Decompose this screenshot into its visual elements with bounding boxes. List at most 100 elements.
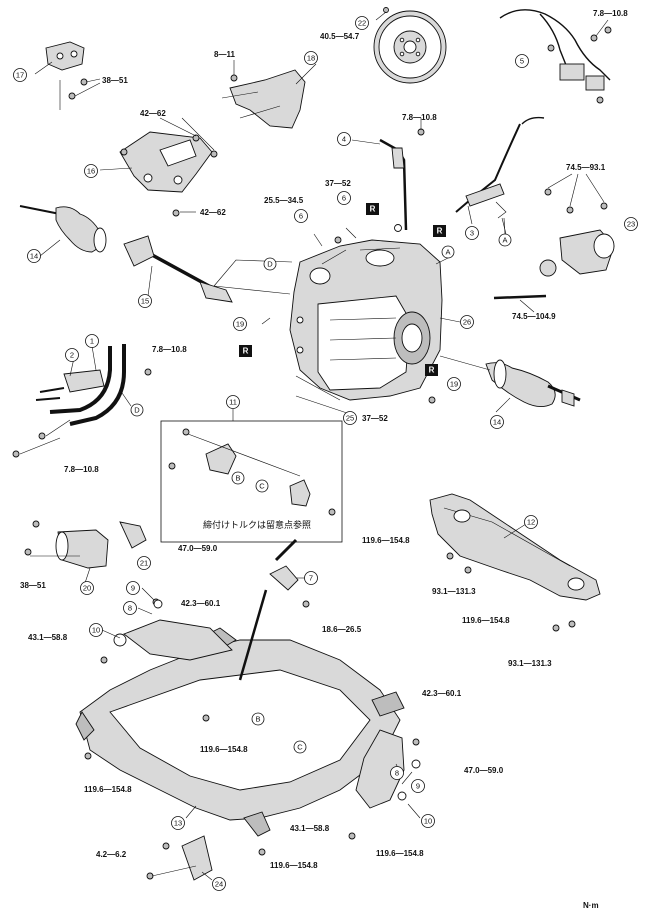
callout-20: 20 [80, 581, 94, 595]
torque-t22: 119.6—154.8 [462, 616, 510, 625]
torque-t5: 42—62 [140, 109, 166, 118]
torque-t25: 119.6—154.8 [200, 745, 248, 754]
svg-text:26: 26 [463, 318, 471, 327]
bracket-24 [146, 835, 213, 881]
svg-text:8: 8 [395, 769, 399, 778]
svg-text:1: 1 [90, 337, 94, 346]
r-mark-3: R [239, 345, 252, 357]
svg-text:23: 23 [627, 220, 635, 229]
bolt [383, 7, 389, 13]
front-subframe [75, 598, 420, 856]
svg-text:20: 20 [83, 584, 91, 593]
callout-7: 7 [304, 571, 318, 585]
flywheel [373, 10, 447, 84]
marker-d-1: D [263, 257, 277, 271]
svg-text:10: 10 [92, 626, 100, 635]
svg-text:18: 18 [307, 54, 315, 63]
wiring-harness [499, 9, 612, 104]
svg-text:B: B [235, 474, 240, 483]
svg-text:2: 2 [70, 351, 74, 360]
torque-t6: 7.8—10.8 [402, 113, 437, 122]
svg-text:R: R [429, 366, 435, 375]
marker-d-2: D [130, 403, 144, 417]
callout-18: 18 [304, 51, 318, 65]
marker-b-1: B [231, 471, 245, 485]
heat-shield [221, 69, 306, 129]
callout-17: 17 [13, 68, 27, 82]
marker-c-2: C [293, 740, 307, 754]
r-mark-4: R [425, 364, 438, 376]
svg-text:11: 11 [229, 398, 237, 407]
torque-t12: 7.8—10.8 [152, 345, 187, 354]
left-drive-shaft [19, 205, 233, 303]
torque-t10: 42—62 [200, 208, 226, 217]
callout-10-left: 10 [89, 623, 103, 637]
callout-24: 24 [212, 877, 226, 891]
callout-4: 4 [337, 132, 351, 146]
engine-mount [493, 188, 615, 300]
svg-text:13: 13 [174, 819, 182, 828]
svg-text:D: D [134, 406, 140, 415]
torque-t17: 119.6—154.8 [362, 536, 410, 545]
callout-3: 3 [465, 226, 479, 240]
torque-t21: 43.1—58.8 [28, 633, 68, 642]
svg-text:22: 22 [358, 19, 366, 28]
marker-a-1: A [441, 245, 455, 259]
svg-text:3: 3 [470, 229, 474, 238]
svg-text:C: C [297, 743, 303, 752]
svg-text:9: 9 [131, 584, 135, 593]
svg-text:6: 6 [299, 212, 303, 221]
rear-crossmember [429, 493, 601, 632]
torque-t24: 42.3—60.1 [422, 689, 462, 698]
callout-14-right: 14 [490, 415, 504, 429]
torque-t2: 40.5—54.7 [320, 32, 360, 41]
lower-control-arms [100, 599, 421, 809]
callout-2: 2 [65, 348, 79, 362]
svg-text:A: A [445, 248, 450, 257]
svg-text:21: 21 [140, 559, 148, 568]
svg-text:R: R [370, 205, 376, 214]
callout-21: 21 [137, 556, 151, 570]
torque-t19: 42.3—60.1 [181, 599, 221, 608]
callout-11: 11 [226, 395, 240, 409]
callout-14-left: 14 [27, 249, 41, 263]
svg-text:19: 19 [236, 320, 244, 329]
r-mark-1: R [366, 203, 379, 215]
steering-intermediate-shaft [238, 538, 310, 681]
callout-1: 1 [85, 334, 99, 348]
callout-19-b: 19 [447, 377, 461, 391]
torque-t27: 119.6—154.8 [84, 785, 132, 794]
svg-text:12: 12 [527, 518, 535, 527]
svg-text:R: R [243, 347, 249, 356]
oil-cooler-pipes [12, 344, 152, 458]
shift-lever-cable [379, 116, 545, 232]
torque-t8: 25.5—34.5 [264, 196, 304, 205]
mount-bracket [45, 41, 88, 110]
torque-t28: 43.1—58.8 [290, 824, 330, 833]
torque-t29: 4.2—6.2 [96, 850, 127, 859]
torque-t16: 47.0—59.0 [178, 544, 218, 553]
marker-b-2: B [251, 712, 265, 726]
callout-19-a: 19 [233, 317, 247, 331]
callout-12: 12 [524, 515, 538, 529]
torque-t26: 47.0—59.0 [464, 766, 504, 775]
unit-label: N·m [583, 901, 599, 910]
callout-13: 13 [171, 816, 185, 830]
torque-t23: 93.1—131.3 [508, 659, 552, 668]
svg-text:7: 7 [309, 574, 313, 583]
torque-t4: 38—51 [102, 76, 128, 85]
svg-text:6: 6 [342, 194, 346, 203]
callout-15: 15 [138, 294, 152, 308]
svg-text:19: 19 [450, 380, 458, 389]
inset-frame [160, 420, 343, 543]
right-drive-shaft [428, 355, 581, 407]
svg-text:14: 14 [493, 418, 501, 427]
callout-6-a: 6 [294, 209, 308, 223]
callout-9-left: 9 [126, 581, 140, 595]
callout-22: 22 [355, 16, 369, 30]
transaxle-assembly [289, 236, 443, 401]
svg-text:C: C [259, 482, 265, 491]
starter-motor [24, 520, 147, 569]
torque-t18: 93.1—131.3 [432, 587, 476, 596]
